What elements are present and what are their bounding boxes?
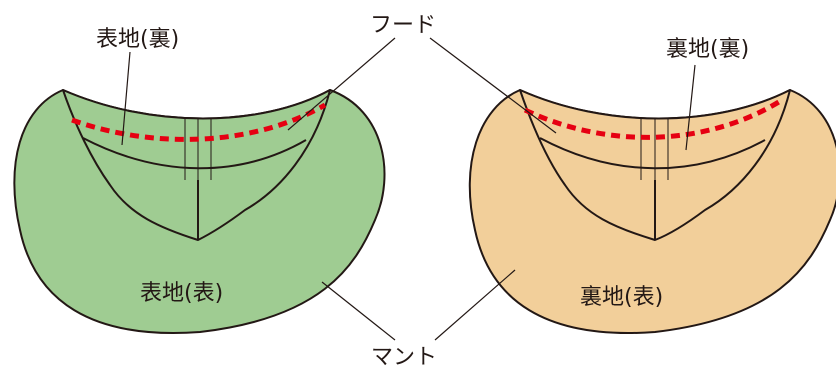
right-cape: [468, 89, 836, 334]
left-hood-lining: [62, 89, 331, 241]
leader-left-top: [121, 51, 131, 146]
leader-mantle-left: [321, 281, 396, 341]
right-hood-edge: [539, 137, 766, 170]
leader-right-top: [685, 64, 696, 151]
right-stitch-line: [523, 97, 784, 140]
left-cape: [13, 89, 386, 334]
left-hood-edge: [82, 137, 307, 170]
label-right-top: 裏地(裏): [666, 37, 749, 62]
label-left-body: 表地(表): [140, 281, 223, 306]
leader-hood-left: [287, 37, 396, 131]
leader-mantle-right: [434, 269, 516, 341]
label-hood: フード: [370, 13, 436, 38]
leader-lines: [121, 37, 696, 341]
left-stitch-line: [71, 102, 327, 142]
leader-hood-right: [429, 37, 557, 134]
label-left-top: 表地(裏): [96, 27, 179, 52]
label-right-body: 裏地(表): [580, 285, 663, 310]
label-mantle: マント: [371, 345, 437, 370]
